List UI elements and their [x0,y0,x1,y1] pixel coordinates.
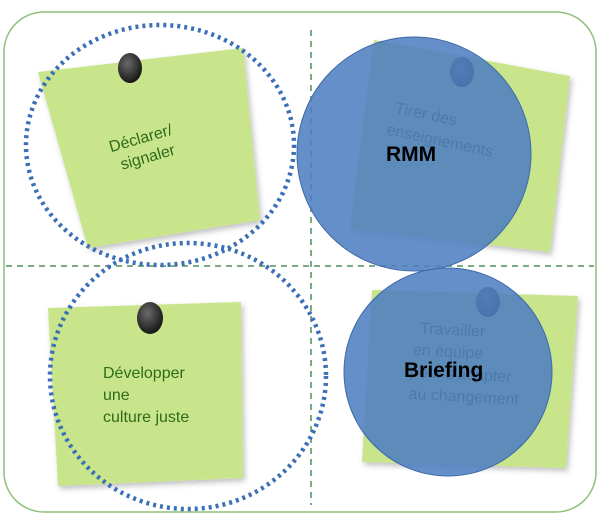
circle-label-rmm: RMM [386,143,436,166]
note-travailler-line-2: en équipe [412,342,483,363]
dotted-circle-bottom [47,240,329,512]
sticky-note-developper: Développer une culture juste [48,302,243,486]
note-travailler-line-4: au changement [408,386,520,409]
note-developper-line-3: culture juste [103,409,189,426]
note-travailler-line-3: pour s'adapter [409,364,512,386]
circle-rmm [296,36,532,272]
circle-briefing [343,267,553,477]
circle-label-briefing: Briefing [404,359,483,382]
pushpin-icon [118,53,142,83]
sticky-note-declarer: Déclarer/ signaler [38,48,260,248]
dotted-circle-top [23,22,297,268]
svg-text:Travailler en équipe p: Travailler en équipe pour s'adapter au c… [408,320,523,409]
pushpin-icon [137,302,163,334]
note-developper-line-1: Développer [103,365,186,382]
note-travailler-line-1: Travailler [420,320,487,340]
svg-text:Développer une cul: Développer une culture juste [103,365,189,426]
note-developper-line-2: une [103,387,130,404]
